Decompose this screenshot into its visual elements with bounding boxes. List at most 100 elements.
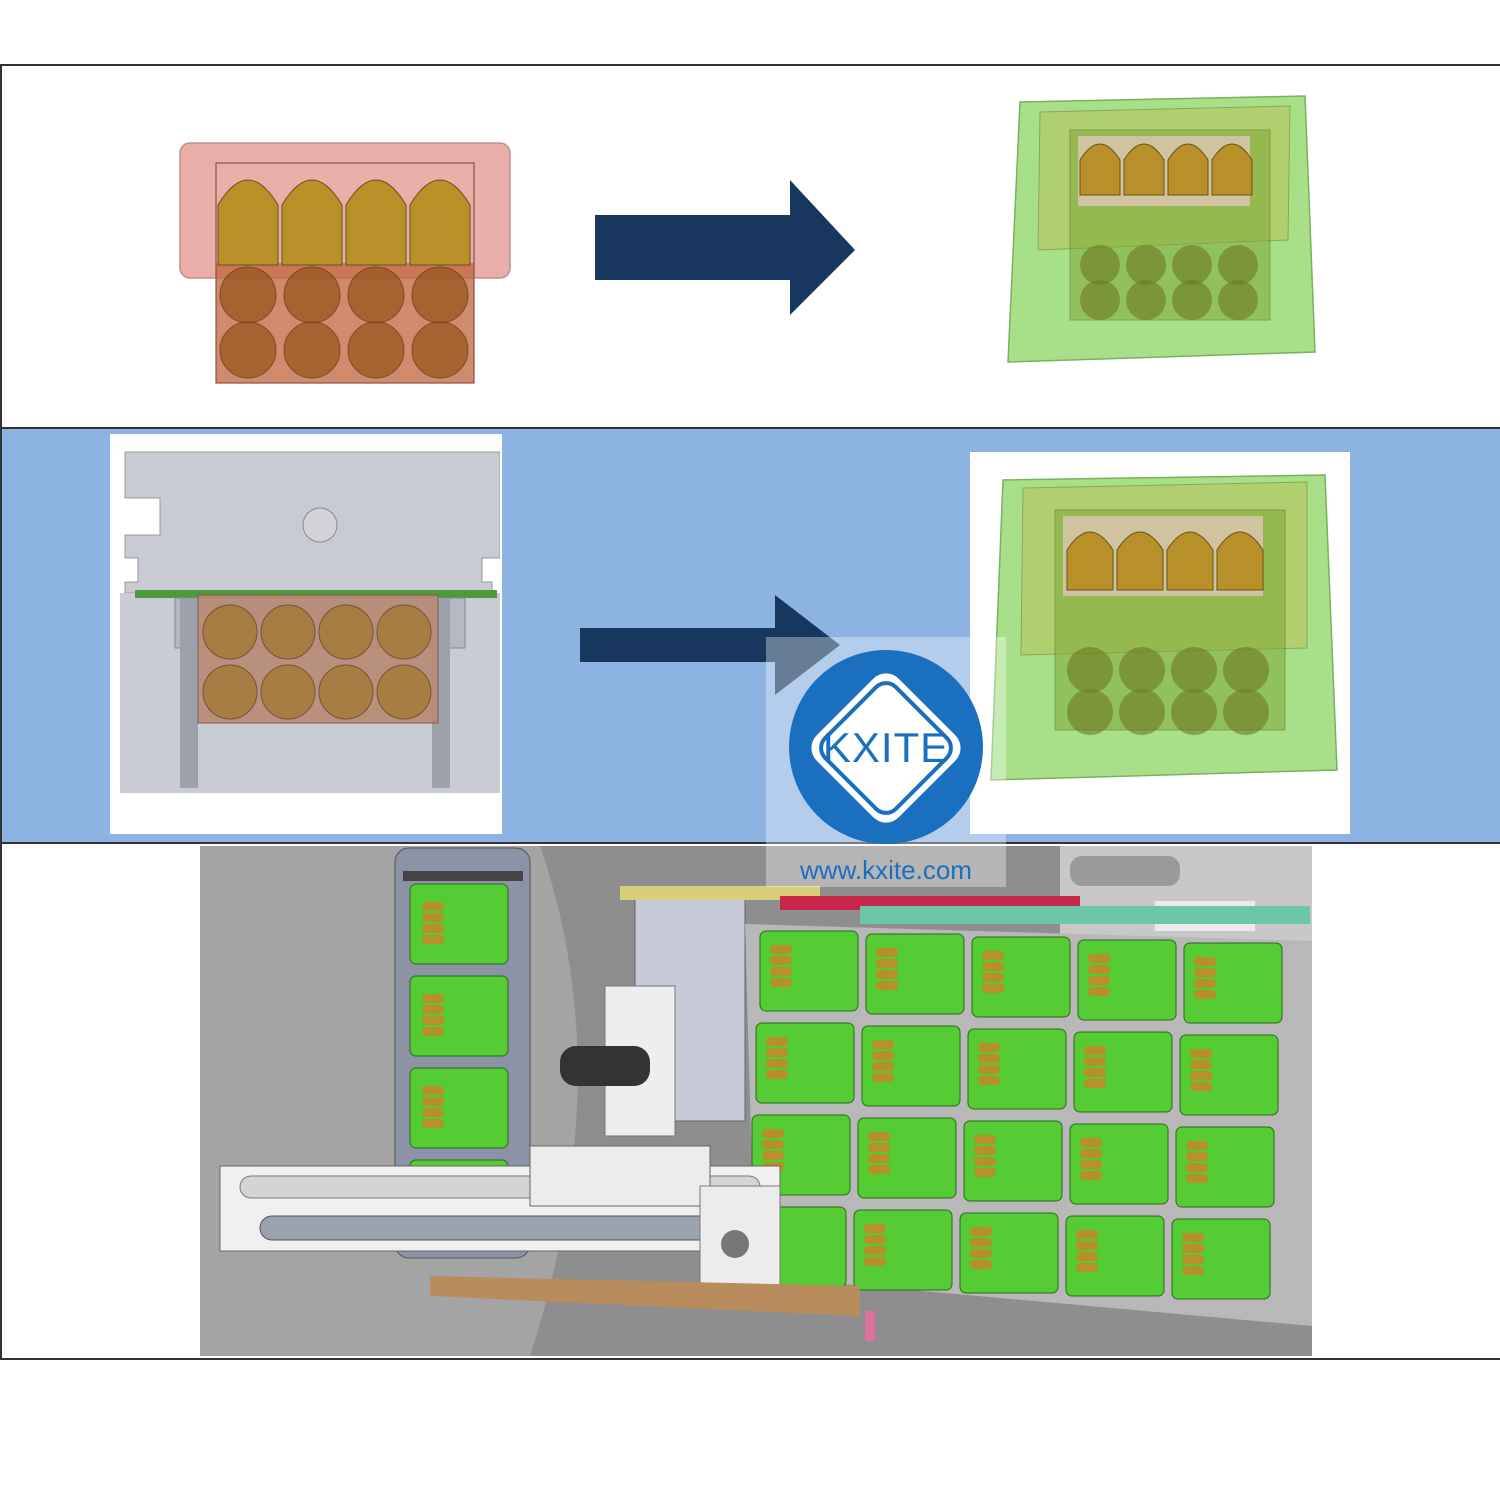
- cell-contact: [1190, 1082, 1212, 1091]
- cell-contact: [864, 1235, 886, 1244]
- battery-ends: [219, 266, 469, 379]
- battery-end: [411, 321, 469, 379]
- cell-contact: [1084, 1068, 1106, 1077]
- cell-contact: [864, 1224, 886, 1233]
- red-battery-holder: [179, 142, 511, 384]
- cell-contact: [876, 948, 898, 957]
- cell-contact: [422, 913, 444, 922]
- battery-end: [1080, 245, 1120, 285]
- cell-contact: [1084, 1079, 1106, 1088]
- battery-end: [1223, 689, 1269, 735]
- battery-end: [376, 664, 432, 720]
- cell-contact: [982, 962, 1004, 971]
- cell-contact: [422, 1027, 444, 1036]
- cell-contact: [974, 1157, 996, 1166]
- cell-contact: [1194, 979, 1216, 988]
- cell-contact: [978, 1076, 1000, 1085]
- cell-contact: [982, 984, 1004, 993]
- battery: [217, 179, 279, 266]
- cell-contact: [868, 1165, 890, 1174]
- cell-contact: [1076, 1263, 1098, 1272]
- green-battery-holder: [1007, 95, 1316, 363]
- battery-end: [202, 604, 258, 660]
- cell-contact: [762, 1129, 784, 1138]
- kxite-logo: KXITE: [789, 650, 983, 844]
- battery-end: [1218, 280, 1258, 320]
- battery-end: [1172, 245, 1212, 285]
- battery-end: [219, 321, 277, 379]
- cell-contact: [1076, 1252, 1098, 1261]
- cell-contact: [770, 956, 792, 965]
- battery-end: [1067, 647, 1113, 693]
- battery-end: [318, 664, 374, 720]
- battery: [1116, 531, 1164, 591]
- cell-contact: [1088, 954, 1110, 963]
- cell-contact: [1186, 1163, 1208, 1172]
- cell-contact: [1088, 965, 1110, 974]
- cell-contact: [762, 1151, 784, 1160]
- cell-contact: [422, 1086, 444, 1095]
- cell-contact: [978, 1065, 1000, 1074]
- cell-contact: [770, 978, 792, 987]
- battery-end: [1218, 245, 1258, 285]
- battery: [409, 179, 471, 266]
- machine-assembly-render: [200, 846, 1312, 1356]
- cell-contact: [766, 1037, 788, 1046]
- cell-contact: [864, 1257, 886, 1266]
- cell-contact: [1186, 1174, 1208, 1183]
- cell-contact: [872, 1051, 894, 1060]
- battery-end: [1126, 245, 1166, 285]
- cell-contact: [868, 1154, 890, 1163]
- cell-contact: [422, 935, 444, 944]
- cell-contact: [872, 1040, 894, 1049]
- cell-contact: [876, 959, 898, 968]
- cell-contact: [872, 1062, 894, 1071]
- cell-contact: [1182, 1266, 1204, 1275]
- cell-contact: [876, 981, 898, 990]
- cell-contact: [770, 945, 792, 954]
- battery: [1066, 531, 1114, 591]
- cell-contact: [422, 1097, 444, 1106]
- cell-contact: [982, 951, 1004, 960]
- cell-contact: [970, 1227, 992, 1236]
- cell-contact: [1182, 1233, 1204, 1242]
- cell-contact: [762, 1140, 784, 1149]
- cell-contact: [1088, 987, 1110, 996]
- cell-contact: [876, 970, 898, 979]
- cell-contact: [978, 1054, 1000, 1063]
- cell-contact: [982, 973, 1004, 982]
- battery-end: [1119, 647, 1165, 693]
- cell-contact: [422, 902, 444, 911]
- cell-contact: [1076, 1230, 1098, 1239]
- cell-contact: [1182, 1255, 1204, 1264]
- cell-contact: [978, 1043, 1000, 1052]
- cell-contact: [1084, 1046, 1106, 1055]
- battery: [1216, 531, 1264, 591]
- cell-contact: [1194, 990, 1216, 999]
- cell-contact: [766, 1070, 788, 1079]
- cell-contact: [1186, 1141, 1208, 1150]
- cell-contact: [1076, 1241, 1098, 1250]
- battery-end: [376, 604, 432, 660]
- battery-end: [1080, 280, 1120, 320]
- cell-contact: [422, 924, 444, 933]
- cell-contact: [974, 1168, 996, 1177]
- battery: [1123, 143, 1165, 196]
- logo-text: KXITE: [823, 724, 949, 771]
- battery-end: [202, 664, 258, 720]
- battery: [345, 179, 407, 266]
- cell-contact: [1080, 1171, 1102, 1180]
- battery-end: [283, 321, 341, 379]
- battery-end: [1223, 647, 1269, 693]
- battery-end: [1171, 689, 1217, 735]
- cell-contact: [974, 1146, 996, 1155]
- cell-contact: [872, 1073, 894, 1082]
- cell-contact: [868, 1132, 890, 1141]
- cell-contact: [766, 1059, 788, 1068]
- cell-contact: [1186, 1152, 1208, 1161]
- battery-end: [1172, 280, 1212, 320]
- battery-end: [219, 266, 277, 324]
- cell-contact: [770, 967, 792, 976]
- arrow-right-1: [595, 180, 855, 315]
- cell-contact: [766, 1048, 788, 1057]
